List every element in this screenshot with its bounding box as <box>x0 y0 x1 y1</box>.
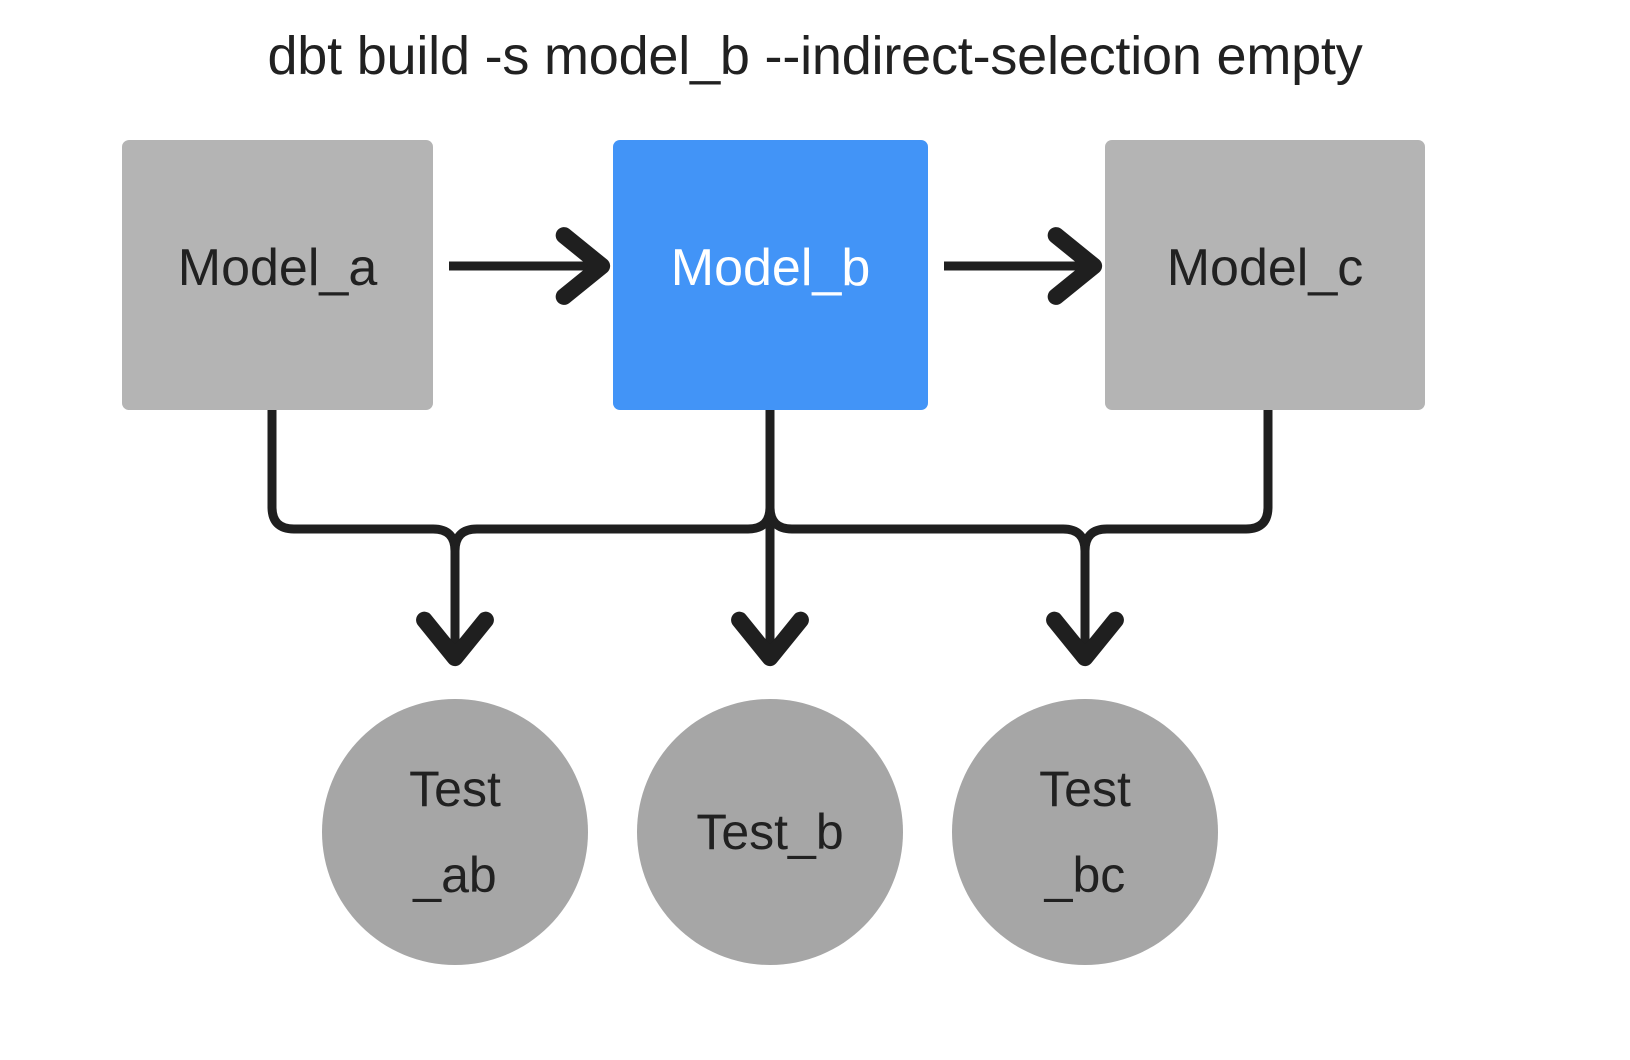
node-model-c[interactable]: Model_c <box>1105 140 1425 410</box>
node-model-c-label: Model_c <box>1166 239 1364 297</box>
node-test-b[interactable]: Test_b <box>637 699 903 965</box>
edge-model-c-to-test-bc <box>1046 410 1273 667</box>
node-model-b[interactable]: Model_b <box>613 140 928 410</box>
node-test-bc[interactable]: Test _bc <box>952 699 1218 965</box>
node-model-b-label: Model_b <box>670 239 871 297</box>
node-test-ab[interactable]: Test _ab <box>322 699 588 965</box>
edge-model-a-to-test-ab <box>267 410 494 667</box>
diagram-title: dbt build -s model_b --indirect-selectio… <box>267 26 1363 86</box>
edge-model-b-to-test-bc <box>765 410 1090 552</box>
node-test-bc-label: Test _bc <box>1039 761 1131 903</box>
node-model-a[interactable]: Model_a <box>122 140 433 410</box>
edge-model-b-to-test-ab <box>450 410 775 552</box>
node-model-a-label: Model_a <box>177 239 378 297</box>
node-test-b-label: Test_b <box>696 804 844 860</box>
node-test-ab-label: Test _ab <box>409 761 501 903</box>
